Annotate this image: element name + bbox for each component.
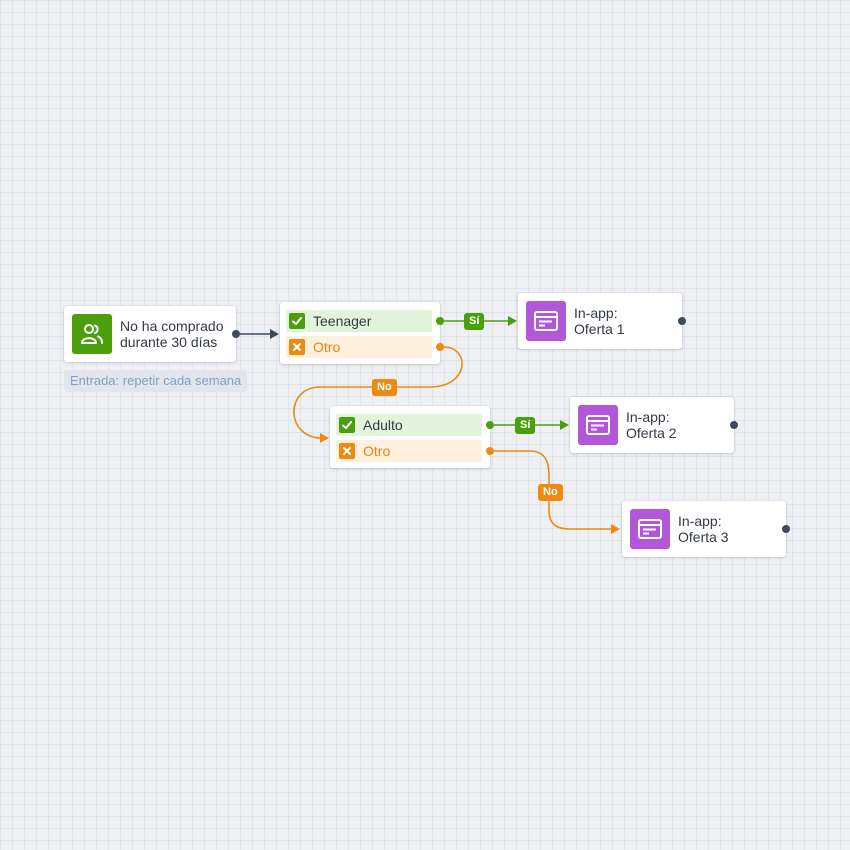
action-node-oferta-2[interactable]: In-app: Oferta 2 xyxy=(570,397,734,453)
condition-row-yes[interactable]: Teenager xyxy=(286,310,432,332)
action-node-oferta-1[interactable]: In-app: Oferta 1 xyxy=(518,293,682,349)
condition-row-no[interactable]: Otro xyxy=(336,440,482,462)
action-node-oferta-3[interactable]: In-app: Oferta 3 xyxy=(622,501,786,557)
check-icon xyxy=(289,313,305,329)
action-label-line-2: Oferta 3 xyxy=(678,529,729,545)
trigger-label-line-2: durante 30 días xyxy=(120,334,218,350)
check-icon xyxy=(339,417,355,433)
teenager-no-port[interactable] xyxy=(436,343,444,351)
condition-yes-label: Adulto xyxy=(363,417,403,433)
in-app-message-icon xyxy=(526,301,566,341)
action-label-line-1: In-app: xyxy=(574,305,618,321)
condition-no-label: Otro xyxy=(363,443,391,459)
adulto-yes-port[interactable] xyxy=(486,421,494,429)
trigger-label: No ha comprado durante 30 días xyxy=(120,318,224,350)
condition-row-no[interactable]: Otro xyxy=(286,336,432,358)
action-label-line-2: Oferta 2 xyxy=(626,425,677,441)
no-badge: No xyxy=(538,484,563,501)
condition-row-yes[interactable]: Adulto xyxy=(336,414,482,436)
oferta-3-output-port[interactable] xyxy=(782,525,790,533)
teenager-yes-port[interactable] xyxy=(436,317,444,325)
no-badge: No xyxy=(372,379,397,396)
oferta-1-output-port[interactable] xyxy=(678,317,686,325)
condition-no-label: Otro xyxy=(313,339,341,355)
action-label: In-app: Oferta 3 xyxy=(678,513,729,545)
in-app-message-icon xyxy=(578,405,618,445)
trigger-node[interactable]: No ha comprado durante 30 días xyxy=(64,306,236,362)
in-app-message-icon xyxy=(630,509,670,549)
yes-badge: Sí xyxy=(464,313,485,330)
condition-node-adulto[interactable]: Adulto Otro xyxy=(330,406,490,468)
connector-trigger-to-condition-1 xyxy=(240,329,279,339)
action-label: In-app: Oferta 1 xyxy=(574,305,625,337)
yes-badge: Sí xyxy=(515,417,536,434)
trigger-output-port[interactable] xyxy=(232,330,240,338)
trigger-label-line-1: No ha comprado xyxy=(120,318,224,334)
condition-node-teenager[interactable]: Teenager Otro xyxy=(280,302,440,364)
condition-yes-label: Teenager xyxy=(313,313,372,329)
adulto-no-port[interactable] xyxy=(486,447,494,455)
action-label-line-2: Oferta 1 xyxy=(574,321,625,337)
action-label-line-1: In-app: xyxy=(678,513,722,529)
close-icon xyxy=(289,339,305,355)
oferta-2-output-port[interactable] xyxy=(730,421,738,429)
action-label: In-app: Oferta 2 xyxy=(626,409,677,441)
users-icon xyxy=(72,314,112,354)
close-icon xyxy=(339,443,355,459)
action-label-line-1: In-app: xyxy=(626,409,670,425)
entry-note: Entrada: repetir cada semana xyxy=(64,370,248,392)
